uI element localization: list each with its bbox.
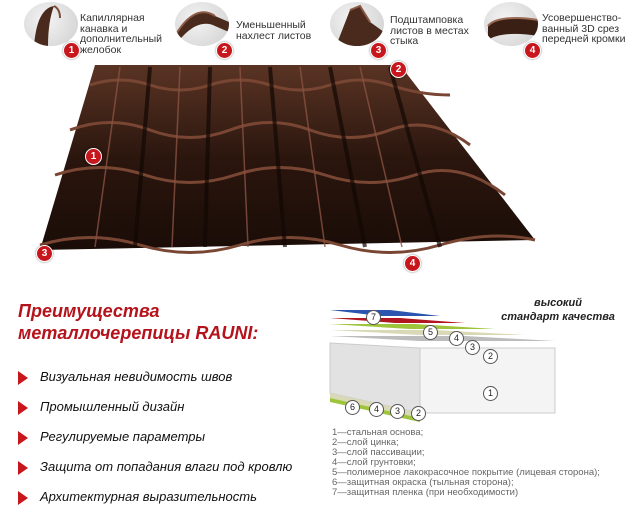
feature-1-line: дополнительный: [80, 33, 163, 45]
capillary-groove-thumbnail-icon: [24, 2, 78, 46]
advantage-text: Промышленный дизайн: [40, 399, 185, 414]
legend-item: 1—стальная основа;: [332, 427, 424, 438]
stamped-joint-thumbnail-icon: [330, 2, 384, 46]
legend-item: 6—защитная окраска (тыльная сторона);: [332, 477, 514, 488]
feature-1-text: Капиллярная канавка и дополнительный жел…: [80, 13, 195, 55]
layer-label-2b: 2: [411, 406, 426, 421]
feature-2-line: Уменьшенный: [236, 19, 306, 31]
feature-1-line: Капиллярная: [80, 12, 145, 24]
feature-3-line: листов в местах: [390, 24, 469, 37]
bullet-arrow-icon: [18, 461, 28, 475]
layer-label-2: 2: [483, 349, 498, 364]
reduced-overlap-thumbnail-icon: [175, 2, 229, 46]
feature-4-line: Усовершенство-: [542, 12, 622, 24]
legend-item: 3—слой пассивации;: [332, 447, 425, 458]
bullet-arrow-icon: [18, 431, 28, 445]
layers-legend: 1—стальная основа; 2—слой цинка; 3—слой …: [332, 428, 600, 498]
feature-1-line: канавка и: [80, 22, 128, 35]
legend-item: 2—слой цинка;: [332, 437, 399, 448]
feature-4-text: Усовершенство- ванный 3D срез передней к…: [542, 13, 637, 45]
quality-standard-label: высокий стандарт качества: [488, 296, 628, 324]
feature-1-badge: 1: [63, 42, 80, 59]
feature-4-line: ванный 3D срез: [542, 22, 620, 35]
advantage-text: Визуальная невидимость швов: [40, 369, 233, 384]
feature-2-line: нахлест листов: [236, 29, 312, 42]
advantage-text: Защита от попадания влаги под кровлю: [40, 459, 293, 474]
advantage-text: Архитектурная выразительность: [40, 489, 257, 504]
quality-line: высокий: [534, 297, 582, 309]
feature-3-line: стыка: [390, 35, 419, 47]
tile-marker-4: 4: [404, 255, 421, 272]
advantages-title: Преимущества металлочерепицы RAUNI:: [18, 300, 258, 344]
quality-line: стандарт качества: [501, 311, 615, 323]
layer-label-6: 6: [345, 400, 360, 415]
tile-marker-3: 3: [36, 245, 53, 262]
advantages-title-line: Преимущества: [18, 301, 160, 321]
bullet-arrow-icon: [18, 401, 28, 415]
feature-3-badge: 3: [370, 42, 387, 59]
layer-label-1: 1: [483, 386, 498, 401]
feature-4-badge: 4: [524, 42, 541, 59]
bullet-arrow-icon: [18, 371, 28, 385]
feature-1-line: желобок: [80, 43, 122, 56]
legend-item: 5—полимерное лакокрасочное покрытие (лиц…: [332, 467, 600, 478]
tile-marker-2: 2: [390, 61, 407, 78]
legend-item: 7—защитная пленка (при необходимости): [332, 487, 519, 498]
coating-layers-diagram: 7 5 4 3 2 1 6 4 3 2: [325, 288, 630, 428]
feature-2-text: Уменьшенный нахлест листов: [236, 20, 351, 41]
feature-3-text: Подштамповка листов в местах стыка: [390, 15, 505, 47]
feature-3-line: Подштамповка: [390, 14, 464, 26]
layer-label-5: 5: [423, 325, 438, 340]
layer-label-7: 7: [366, 310, 381, 325]
feature-4-line: передней кромки: [542, 33, 626, 45]
legend-item: 4—слой грунтовки;: [332, 457, 416, 468]
feature-2-badge: 2: [216, 42, 233, 59]
layer-label-4b: 4: [369, 402, 384, 417]
bullet-arrow-icon: [18, 491, 28, 505]
tile-marker-1: 1: [85, 148, 102, 165]
metal-tile-illustration: 2 1 3 4: [0, 55, 640, 275]
cut-edge-thumbnail-icon: [484, 2, 538, 46]
advantage-text: Регулируемые параметры: [40, 429, 206, 444]
layer-label-3b: 3: [390, 404, 405, 419]
layer-label-3: 3: [465, 340, 480, 355]
advantages-title-line: металлочерепицы RAUNI:: [18, 323, 259, 343]
layer-label-4: 4: [449, 331, 464, 346]
